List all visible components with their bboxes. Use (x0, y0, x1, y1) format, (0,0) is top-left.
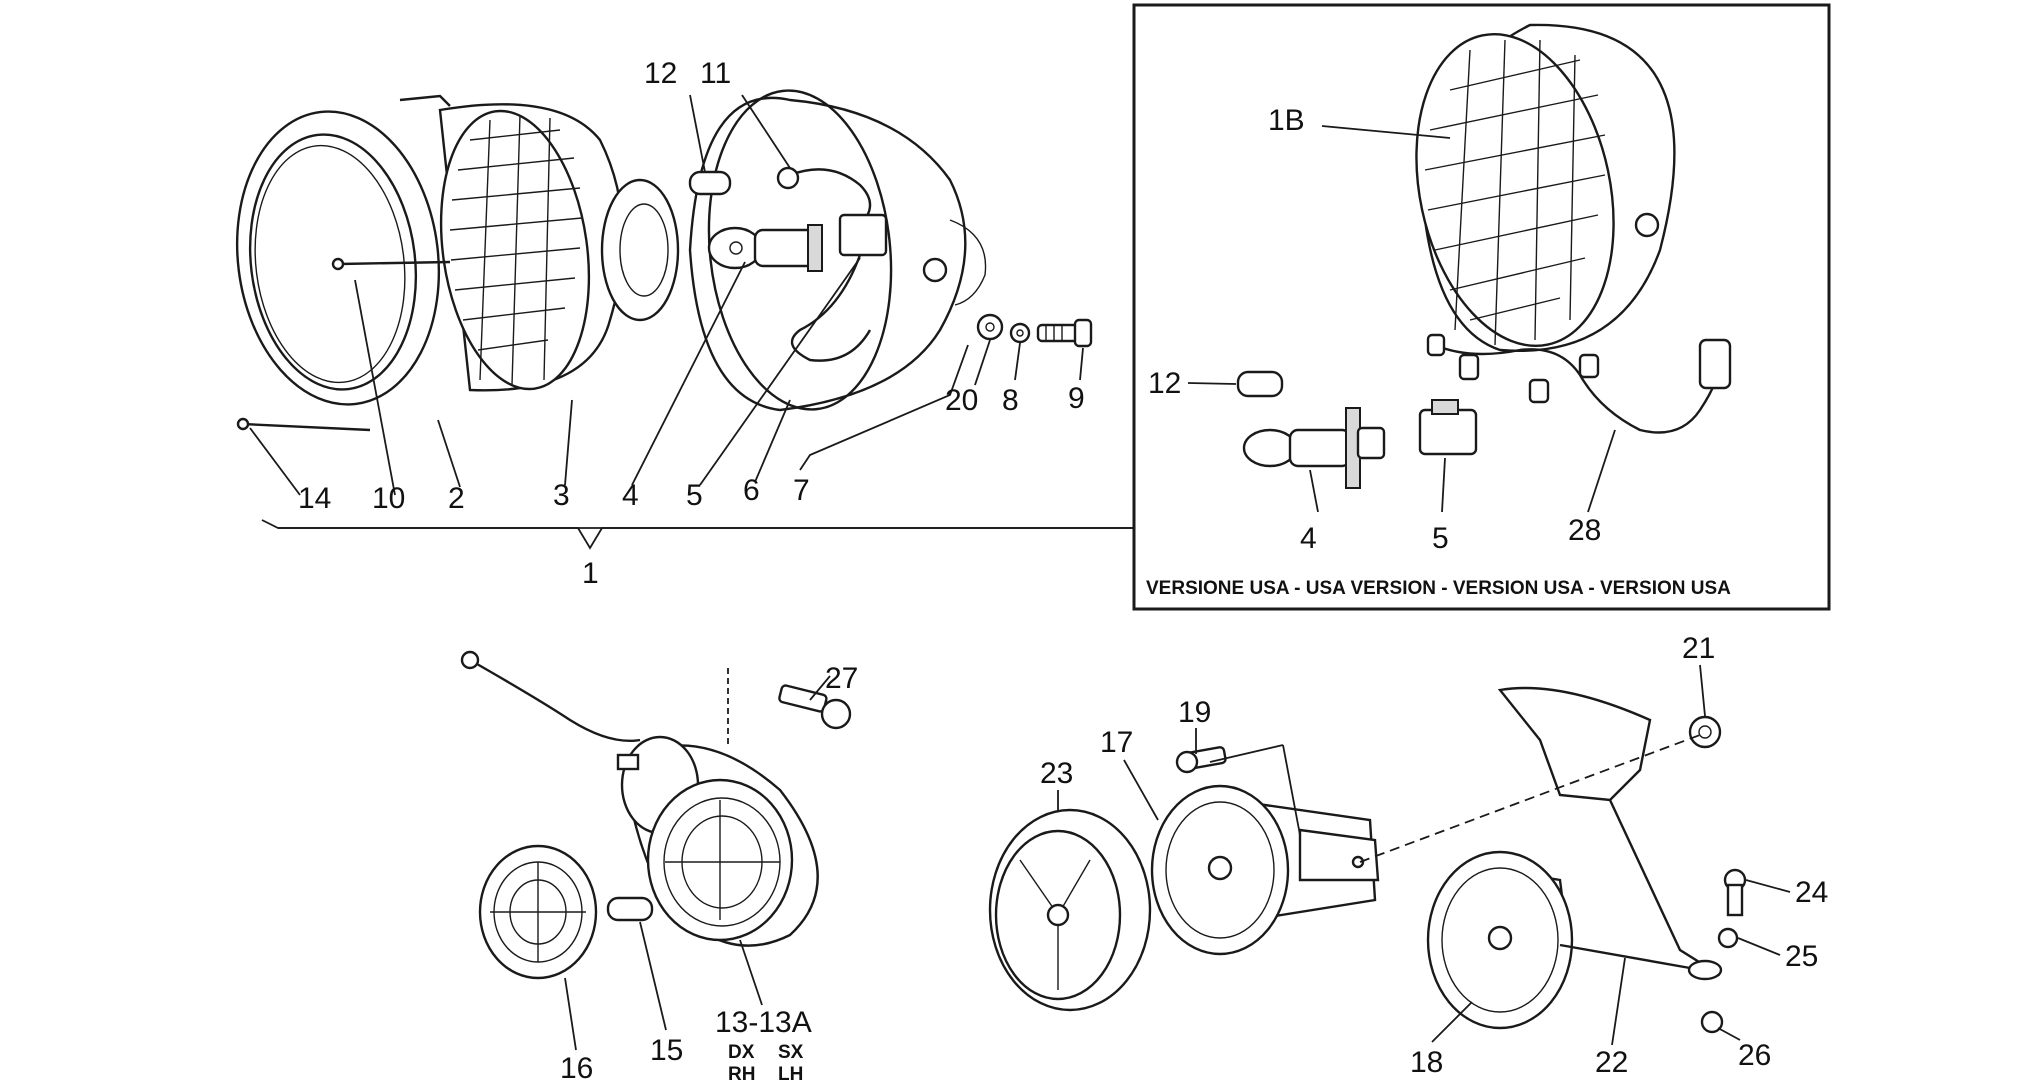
parking-bulb (688, 170, 732, 196)
label-4-usa: 4 (1300, 522, 1317, 555)
horn-bracket (1497, 686, 1723, 981)
usa-version-caption: VERSIONE USA - USA VERSION - VERSION USA… (1146, 578, 1731, 599)
usa-version-inset: 1B 12 4 5 28 VERSIONE USA - USA VERSION … (1132, 3, 1831, 611)
ground-wire (236, 417, 371, 432)
label-28: 28 (1568, 514, 1601, 547)
bulb-connector (790, 213, 888, 362)
headlight-part-labels: 14 10 2 3 4 5 6 7 20 8 9 12 11 1 (298, 57, 1085, 590)
label-24: 24 (1795, 876, 1828, 909)
turn-signal-wire (460, 650, 641, 742)
label-11: 11 (700, 57, 731, 90)
label-22: 22 (1595, 1046, 1628, 1079)
label-21: 21 (1682, 632, 1715, 665)
label-15: 15 (650, 1034, 683, 1067)
usa-parking-bulb (1236, 370, 1284, 398)
turn-signal-part-labels: 16 15 13-13A DX RH SX LH 27 (560, 662, 858, 1081)
turn-signal-screw (727, 668, 852, 745)
label-7: 7 (793, 474, 810, 507)
horn-part-labels: 23 17 19 18 22 21 24 25 26 (1040, 632, 1828, 1079)
label-12: 12 (644, 57, 677, 90)
turn-signal-assembly: 16 15 13-13A DX RH SX LH 27 (460, 650, 858, 1081)
label-1b: 1B (1268, 104, 1305, 137)
horn-upper (1150, 784, 1380, 956)
usa-bulb-connector (1418, 399, 1478, 456)
label-lh: LH (778, 1064, 803, 1081)
horn-assembly: 23 17 19 18 22 21 24 25 26 (988, 632, 1828, 1079)
label-sx: SX (778, 1042, 804, 1063)
usa-h4-bulb (1242, 407, 1386, 489)
leader-lines-headlight (249, 94, 1341, 550)
label-17: 17 (1100, 726, 1133, 759)
h4-bulb (707, 224, 823, 272)
label-14: 14 (298, 482, 331, 515)
label-4: 4 (622, 479, 639, 512)
sealed-beam-headlight (1415, 23, 1676, 352)
label-18: 18 (1410, 1046, 1443, 1079)
label-3: 3 (553, 479, 570, 512)
label-5: 5 (686, 479, 703, 512)
label-rh: RH (728, 1064, 755, 1081)
turn-signal-body (616, 735, 819, 947)
label-19: 19 (1178, 696, 1211, 729)
turn-signal-lens (478, 844, 598, 980)
label-2: 2 (448, 482, 465, 515)
leader-lines-horn (1057, 664, 1791, 1046)
label-8: 8 (1002, 384, 1019, 417)
horn-lower (1426, 850, 1574, 1030)
label-25: 25 (1785, 940, 1818, 973)
horn-cover (988, 808, 1152, 1012)
label-10: 10 (372, 482, 405, 515)
inset-part-labels: 1B 12 4 5 28 VERSIONE USA - USA VERSION … (1146, 104, 1731, 599)
headlight-rim (235, 94, 451, 406)
label-6: 6 (743, 474, 760, 507)
wiring-harness (1426, 333, 1732, 434)
horn-fasteners (1175, 715, 1747, 1034)
label-12-usa: 12 (1148, 367, 1181, 400)
label-dx: DX (728, 1042, 755, 1063)
turn-signal-bulb (606, 896, 654, 922)
label-9: 9 (1068, 382, 1085, 415)
label-1: 1 (582, 557, 599, 590)
label-26: 26 (1738, 1039, 1771, 1072)
headlight-assembly: 14 10 2 3 4 5 6 7 20 8 9 12 11 1 (235, 57, 1341, 590)
leader-lines-turn-signal (564, 675, 831, 1051)
label-27: 27 (825, 662, 858, 695)
label-5-usa: 5 (1432, 522, 1449, 555)
label-20: 20 (945, 384, 978, 417)
label-23: 23 (1040, 757, 1073, 790)
leader-lines-inset (1187, 125, 1616, 513)
label-16: 16 (560, 1052, 593, 1081)
mounting-hardware (922, 257, 1093, 348)
adjuster-screw (331, 257, 451, 271)
headlight-reflector (438, 103, 680, 392)
bulb-holder-spring (776, 166, 872, 226)
label-13-13a: 13-13A (715, 1006, 812, 1039)
